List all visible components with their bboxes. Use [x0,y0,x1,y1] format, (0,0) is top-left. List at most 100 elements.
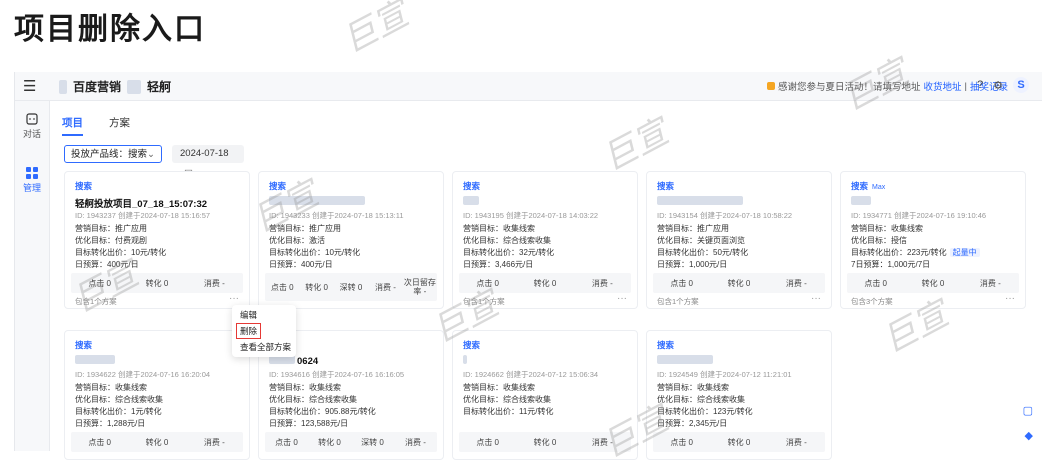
avatar[interactable]: S [1013,77,1029,93]
channel-name: 搜索 [851,181,869,191]
menu-item-edit[interactable]: 编辑 [240,310,258,320]
nav-label-manage: 管理 [22,183,41,193]
project-card[interactable]: 搜索 ID: 1943154 创建于2024-07-18 10:58:22 营销… [646,171,832,309]
optimization-goal: 优化目标：综合线索收集 [75,395,163,404]
spend: 消费 - [979,278,1001,288]
project-title: 0624 [269,355,318,367]
main-content: 项目 方案 投放产品线：搜索 ⌄ 2024-07-18 ▭ 搜索 轻舸投放项目_… [50,101,1042,460]
clicks: 点击 0 [670,437,693,447]
optimization-goal: 优化目标：授信 [851,236,907,245]
clicks: 点击 0 [270,282,294,292]
plan-count-link[interactable]: 包含1个方案 [657,297,699,306]
project-meta: ID: 1934771 创建于2024-07-16 19:10:46 [851,211,987,220]
deep-conversions: 深转 0 [339,282,363,292]
clicks: 点击 0 [88,278,111,288]
shipping-address-link[interactable]: 收货地址 [923,82,962,93]
marketing-goal: 营销目标：收集线索 [463,383,535,392]
channel-label: 搜索 [269,181,287,191]
target-bid: 目标转化出价：223元/转化 [851,248,947,257]
menu-item-view-all-plans[interactable]: 查看全部方案 [240,342,292,352]
conversions: 转化 0 [145,437,169,447]
channel-label: 搜索 [657,181,675,191]
optimization-goal: 优化目标：综合线索收集 [463,236,551,245]
conversions: 转化 0 [533,437,557,447]
tab-plan[interactable]: 方案 [109,117,130,129]
project-card[interactable]: 搜索 ID: 1943233 创建于2024-07-18 15:13:11 营销… [258,171,444,309]
target-bid: 目标转化出价：10元/转化 [75,248,167,257]
metrics-bar: 点击 0 转化 0 消费 - [653,273,825,293]
assistant-icon[interactable]: ◆ [1024,430,1033,442]
nav-label-chat: 对话 [22,129,41,139]
more-icon[interactable]: ··· [811,293,821,304]
marketing-goal: 营销目标：收集线索 [269,383,341,392]
project-meta: ID: 1924662 创建于2024-07-12 15:06:34 [463,370,599,379]
next-day-retention: 次日留存率 - [403,278,436,296]
product-line-select[interactable]: 投放产品线：搜索 ⌄ [64,145,162,163]
top-bar: ☰ 百度营销 轻舸 感谢您参与夏日活动！请填写地址 收货地址 | 抽奖记录 ? … [15,72,1042,101]
conversions: 转化 0 [727,278,751,288]
project-meta: ID: 1924549 创建于2024-07-12 11:21:01 [657,370,792,379]
menu-item-delete[interactable]: 删除 [236,323,261,339]
marketing-goal: 营销目标：收集线索 [851,224,923,233]
project-card[interactable]: 搜索 0624 ID: 1934616 创建于2024-07-16 16:16:… [258,330,444,460]
more-icon[interactable]: ··· [1005,293,1015,304]
status-badge: 起量中 [949,248,980,257]
spend: 消费 - [203,437,225,447]
product-line-value: 投放产品线：搜索 [71,149,148,160]
metrics-bar: 点击 0 转化 0 深转 0 消费 - 次日留存率 - [265,273,437,301]
clicks: 点击 0 [670,278,693,288]
marketing-goal: 营销目标：收集线索 [463,224,535,233]
settings-icon[interactable]: ⚙ [993,79,1003,92]
title-text: 0624 [297,356,319,367]
conversions: 转化 0 [727,437,751,447]
app-window: ☰ 百度营销 轻舸 感谢您参与夏日活动！请填写地址 收货地址 | 抽奖记录 ? … [14,72,1042,460]
spend: 消费 - [203,278,225,288]
brand-name: 百度营销 [73,80,122,94]
help-icon[interactable]: ? [977,79,984,91]
clicks: 点击 0 [476,278,499,288]
project-meta: ID: 1943154 创建于2024-07-18 10:58:22 [657,211,793,220]
daily-budget: 日预算：1,288元/日 [75,419,146,428]
nav-item-chat[interactable]: 对话 [15,113,49,140]
spend: 消费 - [785,437,807,447]
project-card[interactable]: 搜索 轻舸投放项目_07_18_15:07:32 ID: 1943237 创建于… [64,171,250,309]
project-card[interactable]: 搜索 ID: 1934622 创建于2024-07-16 16:20:04 营销… [64,330,250,460]
conversions: 转化 0 [921,278,945,288]
marketing-goal: 营销目标：收集线索 [75,383,147,392]
plan-count-link[interactable]: 包含1个方案 [75,297,117,306]
spend: 消费 - [374,282,396,292]
spend: 消费 - [785,278,807,288]
project-card[interactable]: 搜索 ID: 1924549 创建于2024-07-12 11:21:01 营销… [646,330,832,460]
project-title [463,196,479,208]
date-picker[interactable]: 2024-07-18 ▭ [172,145,244,177]
plan-count-link[interactable]: 包含3个方案 [851,297,893,306]
more-icon[interactable]: ··· [229,293,239,304]
project-title [657,196,743,208]
daily-budget: 日预算：1,000元/日 [657,260,728,269]
grid-icon [26,167,38,179]
project-card[interactable]: 搜索 ID: 1924662 创建于2024-07-12 15:06:34 营销… [452,330,638,460]
context-menu: 编辑 删除 查看全部方案 [232,305,296,357]
conversions: 转化 0 [305,282,328,292]
lottery-record-link[interactable]: 抽奖记录 [970,82,1009,93]
page-heading: 项目删除入口 [14,13,206,46]
top-icons: ? ⚙ S [977,77,1029,93]
more-icon[interactable]: ··· [617,293,627,304]
spend: 消费 - [591,437,613,447]
feedback-icon[interactable]: ▢ [1022,405,1033,417]
metrics-bar: 点击 0 转化 0 深转 0 消费 - [265,432,437,452]
channel-label: 搜索 [463,340,481,350]
plan-count-link[interactable]: 包含1个方案 [463,297,505,306]
menu-icon[interactable]: ☰ [23,78,37,95]
optimization-goal: 优化目标：综合线索收集 [463,395,551,404]
tab-project[interactable]: 项目 [62,115,83,136]
project-card[interactable]: 搜索 ID: 1943195 创建于2024-07-18 14:03:22 营销… [452,171,638,309]
optimization-goal: 优化目标：综合线索收集 [657,395,745,404]
nav-item-manage[interactable]: 管理 [15,167,49,194]
watermark: 巨宣 [336,0,416,62]
target-bid: 目标转化出价：905.88元/转化 [269,407,376,416]
blurred-logo [59,79,67,94]
metrics-bar: 点击 0 转化 0 消费 - [653,432,825,452]
brand: 百度营销 轻舸 [59,78,171,95]
